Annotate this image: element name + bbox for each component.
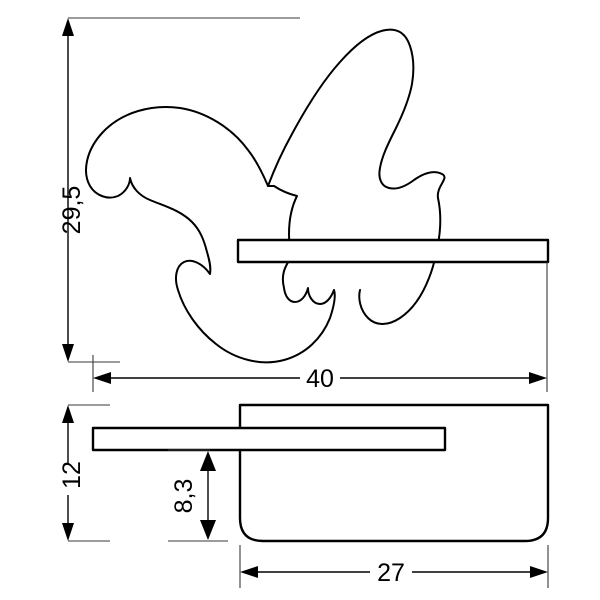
butterfly-right-upper-wing	[267, 28, 446, 199]
arrow-head-up	[62, 405, 74, 423]
dimension-label-40: 40	[306, 365, 334, 393]
dimension-label-12: 12	[58, 461, 86, 489]
arrow-head-left	[93, 372, 111, 384]
dimension-label-8-3: 8,3	[170, 479, 198, 514]
dimension-8-3: 8,3	[168, 449, 228, 542]
arrow-head-right	[530, 566, 548, 578]
arrow-head-up	[62, 18, 74, 36]
dimension-label-29-5: 29,5	[58, 186, 86, 235]
dimension-27: 27	[239, 545, 549, 588]
arrow-head-right	[529, 372, 547, 384]
side-view-shelf-board	[91, 426, 447, 452]
front-view-shelf-board	[236, 238, 550, 264]
arrow-head-down	[200, 520, 216, 540]
front-view-group: 29,5 40	[58, 17, 550, 393]
arrow-head-left	[240, 566, 258, 578]
butterfly-silhouette	[85, 106, 336, 364]
arrow-head-down	[62, 523, 74, 541]
side-view-body	[238, 403, 550, 543]
dimension-40: 40	[92, 262, 548, 393]
dimension-label-27: 27	[377, 559, 405, 587]
dimension-29-5: 29,5	[58, 17, 300, 363]
dimension-12: 12	[58, 404, 110, 542]
arrow-head-up	[200, 451, 216, 471]
side-view-group: 12 8,3 27	[58, 403, 550, 588]
arrow-head-down	[62, 344, 74, 362]
